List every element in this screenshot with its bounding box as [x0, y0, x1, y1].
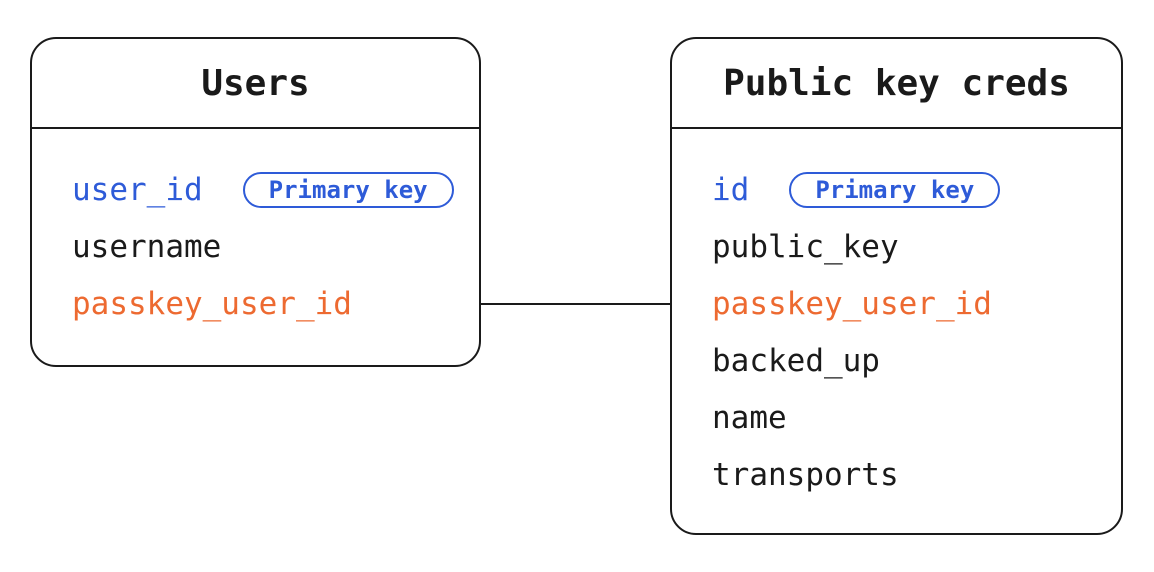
- primary-key-badge: Primary key: [789, 171, 1001, 208]
- field-name: passkey_user_id: [712, 285, 992, 322]
- table-public-key-creds: Public key creds id Primary key public_key…: [670, 37, 1123, 535]
- field-name: id: [712, 171, 750, 208]
- table-users-fields: user_id Primary key username passkey_user_i…: [32, 129, 479, 332]
- field-name: transports: [712, 456, 899, 493]
- field-row-transports: transports: [712, 446, 1121, 503]
- field-row-public_key: public_key: [712, 218, 1121, 275]
- field-name: public_key: [712, 228, 899, 265]
- field-name: passkey_user_id: [72, 285, 352, 322]
- relationship-connector: [481, 303, 670, 305]
- field-name: username: [72, 228, 222, 265]
- field-row-user_id: user_id Primary key: [72, 161, 479, 218]
- field-row-backed_up: backed_up: [712, 332, 1121, 389]
- table-users-header: Users: [32, 39, 479, 129]
- field-row-passkey_user_id: passkey_user_id: [712, 275, 1121, 332]
- field-name: backed_up: [712, 342, 880, 379]
- field-row-username: username: [72, 218, 479, 275]
- field-row-passkey_user_id: passkey_user_id: [72, 275, 479, 332]
- primary-key-badge: Primary key: [242, 171, 454, 208]
- field-row-id: id Primary key: [712, 161, 1121, 218]
- field-row-name: name: [712, 389, 1121, 446]
- table-public-key-creds-header: Public key creds: [672, 39, 1121, 129]
- table-users: Users user_id Primary key username passkey_…: [30, 37, 481, 367]
- field-name: name: [712, 399, 787, 436]
- field-name: user_id: [72, 171, 203, 208]
- table-title: Users: [201, 62, 310, 104]
- table-title: Public key creds: [723, 62, 1070, 104]
